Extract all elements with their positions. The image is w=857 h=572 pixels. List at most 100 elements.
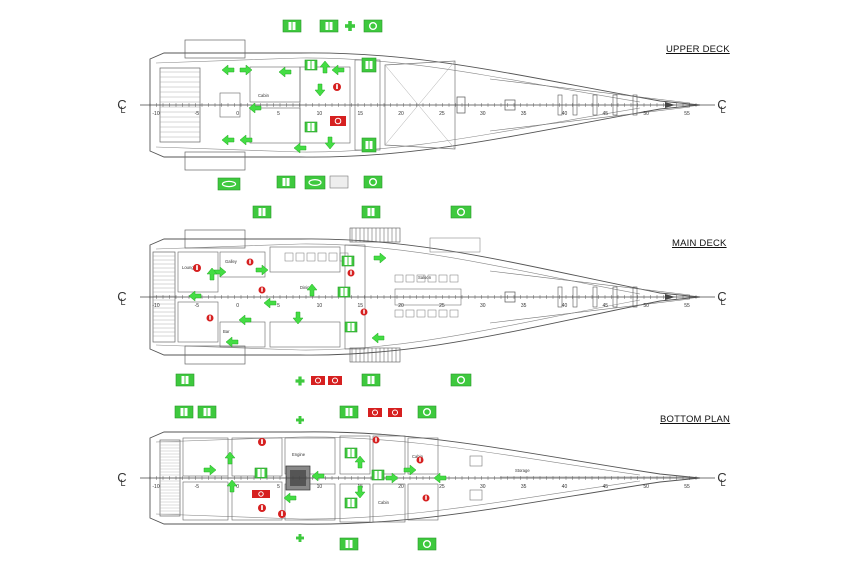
svg-text:C: C bbox=[117, 470, 126, 485]
fire-extinguisher-icon bbox=[422, 494, 430, 502]
svg-text:L: L bbox=[120, 105, 125, 115]
frame-tick-label: 20 bbox=[398, 303, 404, 309]
bowsprit-rigging bbox=[489, 78, 691, 132]
first-aid-icon bbox=[295, 376, 305, 386]
life-raft-icon bbox=[217, 177, 241, 191]
fire-extinguisher-icon bbox=[360, 308, 368, 316]
fire-extinguisher-icon bbox=[258, 504, 266, 512]
escape-arrow-icon bbox=[354, 455, 366, 469]
centerline-symbol: CL bbox=[717, 470, 726, 488]
escape-arrow-icon bbox=[292, 311, 304, 325]
fire-extinguisher-icon bbox=[258, 286, 266, 294]
life-jacket-icon bbox=[344, 321, 358, 333]
fire-hose-icon bbox=[388, 408, 402, 417]
escape-arrow-icon bbox=[239, 64, 253, 76]
centerline-symbol: CL bbox=[117, 97, 126, 115]
escape-arrow-icon bbox=[239, 134, 253, 146]
life-jacket-icon bbox=[337, 286, 351, 298]
fire-extinguisher-icon bbox=[258, 438, 266, 446]
life-jacket-icon bbox=[175, 373, 195, 387]
svg-text:L: L bbox=[120, 478, 125, 488]
frame-tick-label: -10 bbox=[152, 484, 159, 490]
escape-arrow-icon bbox=[293, 142, 307, 154]
life-jacket-icon bbox=[304, 59, 318, 71]
frame-tick-label: 55 bbox=[684, 111, 690, 117]
bowsprit-rigging bbox=[489, 270, 691, 324]
centerline-symbol: CL bbox=[717, 97, 726, 115]
escape-arrow-icon bbox=[385, 472, 399, 484]
frame-tick-label: 10 bbox=[317, 111, 323, 117]
frame-tick-label: 10 bbox=[317, 484, 323, 490]
escape-arrow-icon bbox=[306, 283, 318, 297]
escape-arrow-icon bbox=[255, 264, 269, 276]
bottom-storage-label: Storage bbox=[515, 468, 530, 473]
escape-arrow-icon bbox=[311, 470, 325, 482]
escape-arrow-icon bbox=[206, 267, 218, 281]
fire-extinguisher-icon bbox=[416, 456, 424, 464]
frame-tick-label: 30 bbox=[480, 303, 486, 309]
emergency-light-icon bbox=[329, 175, 349, 189]
main-galley-label: Galley bbox=[225, 259, 238, 264]
escape-arrow-icon bbox=[319, 60, 331, 74]
escape-arrow-icon bbox=[263, 297, 277, 309]
main-stairs bbox=[349, 227, 481, 363]
escape-arrow-icon bbox=[203, 464, 217, 476]
fire-extinguisher-icon bbox=[206, 314, 214, 322]
svg-text:L: L bbox=[120, 297, 125, 307]
svg-text:L: L bbox=[720, 105, 725, 115]
main-bar-label: Bar bbox=[223, 329, 230, 334]
escape-arrow-icon bbox=[226, 479, 238, 493]
frame-tick-label: 5 bbox=[277, 303, 280, 309]
svg-text:C: C bbox=[717, 289, 726, 304]
frame-tick-label: 30 bbox=[480, 111, 486, 117]
frame-tick-label: 25 bbox=[439, 111, 445, 117]
life-jacket-icon bbox=[197, 405, 217, 419]
escape-arrow-icon bbox=[224, 451, 236, 465]
life-jacket-icon bbox=[361, 57, 377, 73]
life-jacket-icon bbox=[282, 19, 302, 33]
bottom-engine-label: Engine bbox=[292, 452, 306, 457]
escape-arrow-icon bbox=[221, 64, 235, 76]
escape-arrow-icon bbox=[188, 290, 202, 302]
escape-arrow-icon bbox=[403, 464, 417, 476]
life-jacket-icon bbox=[361, 373, 381, 387]
escape-arrow-icon bbox=[433, 472, 447, 484]
frame-tick-label: 40 bbox=[562, 303, 568, 309]
frame-tick-label: 10 bbox=[317, 303, 323, 309]
svg-text:C: C bbox=[717, 470, 726, 485]
escape-arrow-icon bbox=[283, 492, 297, 504]
life-ring-icon bbox=[450, 373, 472, 387]
escape-arrow-icon bbox=[324, 136, 336, 150]
frame-tick-label: 0 bbox=[236, 484, 239, 490]
first-aid-icon bbox=[345, 21, 355, 31]
upper-stern-structure bbox=[159, 39, 246, 171]
svg-text:C: C bbox=[717, 97, 726, 112]
svg-text:L: L bbox=[720, 478, 725, 488]
frame-tick-label: -10 bbox=[152, 111, 159, 117]
life-jacket-icon bbox=[339, 405, 359, 419]
room-layout bbox=[182, 435, 439, 523]
main-deck-title: MAIN DECK bbox=[672, 238, 727, 249]
frame-tick-label: 5 bbox=[277, 111, 280, 117]
frame-tick-label: 50 bbox=[643, 303, 649, 309]
dining-tables bbox=[284, 252, 462, 318]
escape-arrow-icon bbox=[221, 134, 235, 146]
upper-deck-title: UPPER DECK bbox=[666, 44, 730, 55]
life-jacket-icon bbox=[304, 121, 318, 133]
fire-hose-icon bbox=[252, 490, 270, 498]
bottom-plan-title: BOTTOM PLAN bbox=[660, 414, 731, 425]
frame-tick-label: 20 bbox=[398, 484, 404, 490]
frame-tick-label: 15 bbox=[357, 111, 363, 117]
fire-hose-icon bbox=[328, 376, 342, 385]
main-hull-outline bbox=[149, 238, 701, 356]
escape-arrow-icon bbox=[371, 332, 385, 344]
escape-arrow-icon bbox=[373, 252, 387, 264]
escape-arrow-icon bbox=[331, 64, 345, 76]
frame-tick-label: 35 bbox=[521, 111, 527, 117]
svg-text:C: C bbox=[117, 97, 126, 112]
frame-tick-label: -5 bbox=[195, 303, 200, 309]
bottom-deck-plan: EngineCabinCabinCabinStorage-10-50510152… bbox=[117, 405, 727, 551]
